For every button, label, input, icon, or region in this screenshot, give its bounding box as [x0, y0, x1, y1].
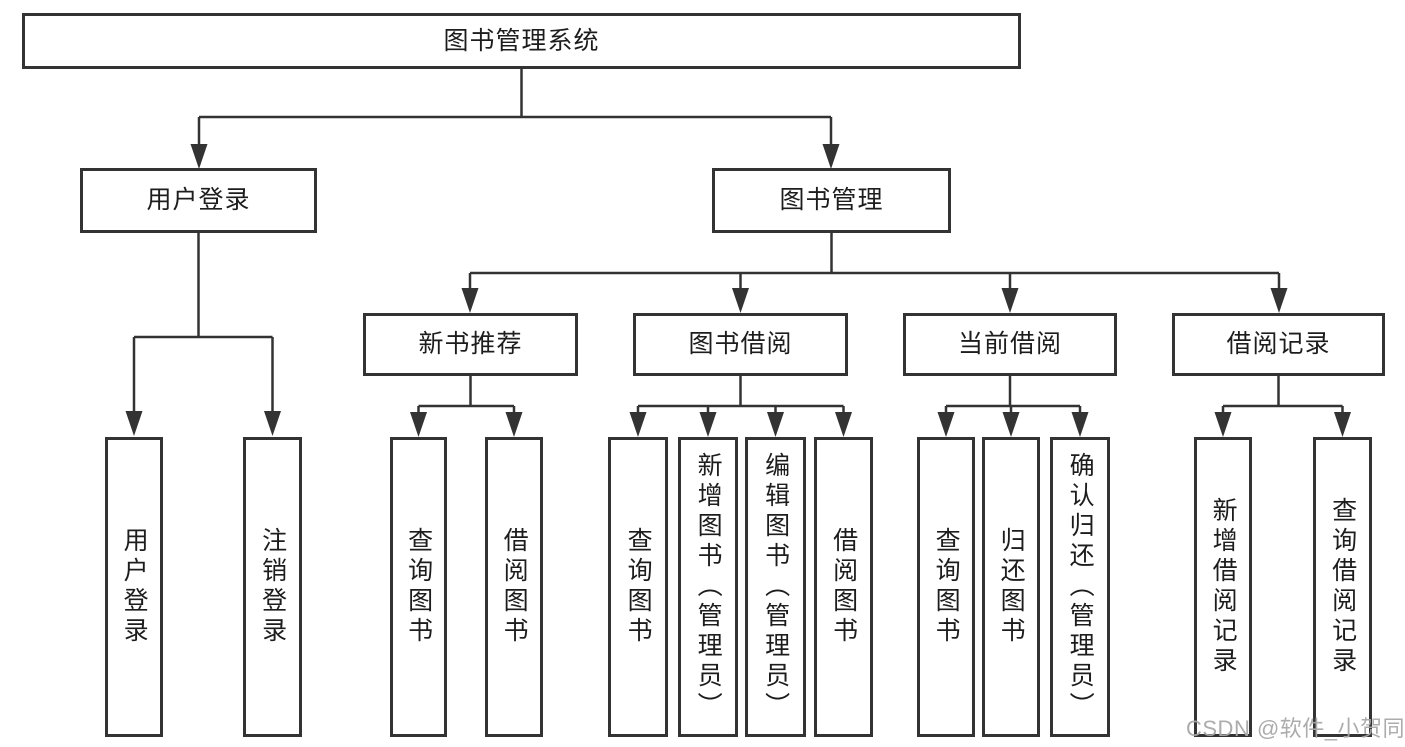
leaf-records-query-record: 查询借阅记录 — [1313, 437, 1372, 737]
leaf-borrow-query-books-label: 查询图书 — [624, 527, 653, 647]
node-current-borrowing: 当前借阅 — [903, 313, 1117, 376]
leaf-current-return-books: 归还图书 — [982, 437, 1040, 737]
leaf-borrow-borrow-books-label: 借阅图书 — [829, 527, 858, 647]
node-borrowing-records-label: 借阅记录 — [1226, 330, 1331, 358]
leaf-borrow-query-books: 查询图书 — [608, 437, 668, 737]
node-book-management-label: 图书管理 — [779, 186, 884, 214]
leaf-borrow-add-books-admin-label: 新增图书（管理员） — [694, 452, 723, 722]
leaf-newbook-borrow-books-label: 借阅图书 — [500, 527, 529, 647]
node-root-system: 图书管理系统 — [22, 13, 1021, 69]
node-new-book-recommend-label: 新书推荐 — [418, 330, 523, 358]
node-book-management: 图书管理 — [712, 168, 951, 233]
leaf-current-query-books-label: 查询图书 — [932, 527, 961, 647]
node-user-login-label: 用户登录 — [146, 186, 251, 214]
leaf-user-login-label: 用户登录 — [120, 527, 149, 647]
leaf-records-add-record: 新增借阅记录 — [1194, 437, 1252, 737]
leaf-borrow-borrow-books: 借阅图书 — [814, 437, 873, 737]
leaf-logout: 注销登录 — [243, 437, 302, 737]
leaf-records-query-record-label: 查询借阅记录 — [1328, 497, 1357, 677]
leaf-borrow-edit-books-admin-label: 编辑图书（管理员） — [761, 452, 790, 722]
node-user-login: 用户登录 — [80, 168, 317, 233]
leaf-borrow-add-books-admin: 新增图书（管理员） — [678, 437, 738, 737]
leaf-current-confirm-return-admin-label: 确认归还（管理员） — [1066, 452, 1095, 722]
leaf-newbook-query-books: 查询图书 — [390, 437, 447, 737]
leaf-current-confirm-return-admin: 确认归还（管理员） — [1050, 437, 1110, 737]
leaf-logout-label: 注销登录 — [258, 527, 287, 647]
node-root-system-label: 图书管理系统 — [443, 26, 600, 55]
node-current-borrowing-label: 当前借阅 — [957, 330, 1062, 358]
node-borrowing-records: 借阅记录 — [1172, 313, 1385, 376]
csdn-watermark: CSDN @软件_小贺同学 — [1186, 716, 1405, 741]
node-new-book-recommend: 新书推荐 — [363, 313, 578, 376]
leaf-current-query-books: 查询图书 — [917, 437, 975, 737]
leaf-user-login: 用户登录 — [105, 437, 163, 737]
leaf-borrow-edit-books-admin: 编辑图书（管理员） — [745, 437, 806, 737]
node-book-borrowing-label: 图书借阅 — [688, 330, 793, 358]
leaf-current-return-books-label: 归还图书 — [997, 527, 1026, 647]
arrowheads — [125, 144, 1351, 437]
leaf-records-add-record-label: 新增借阅记录 — [1209, 497, 1238, 677]
node-book-borrowing: 图书借阅 — [633, 313, 848, 376]
leaf-newbook-borrow-books: 借阅图书 — [485, 437, 543, 737]
leaf-newbook-query-books-label: 查询图书 — [404, 527, 433, 647]
